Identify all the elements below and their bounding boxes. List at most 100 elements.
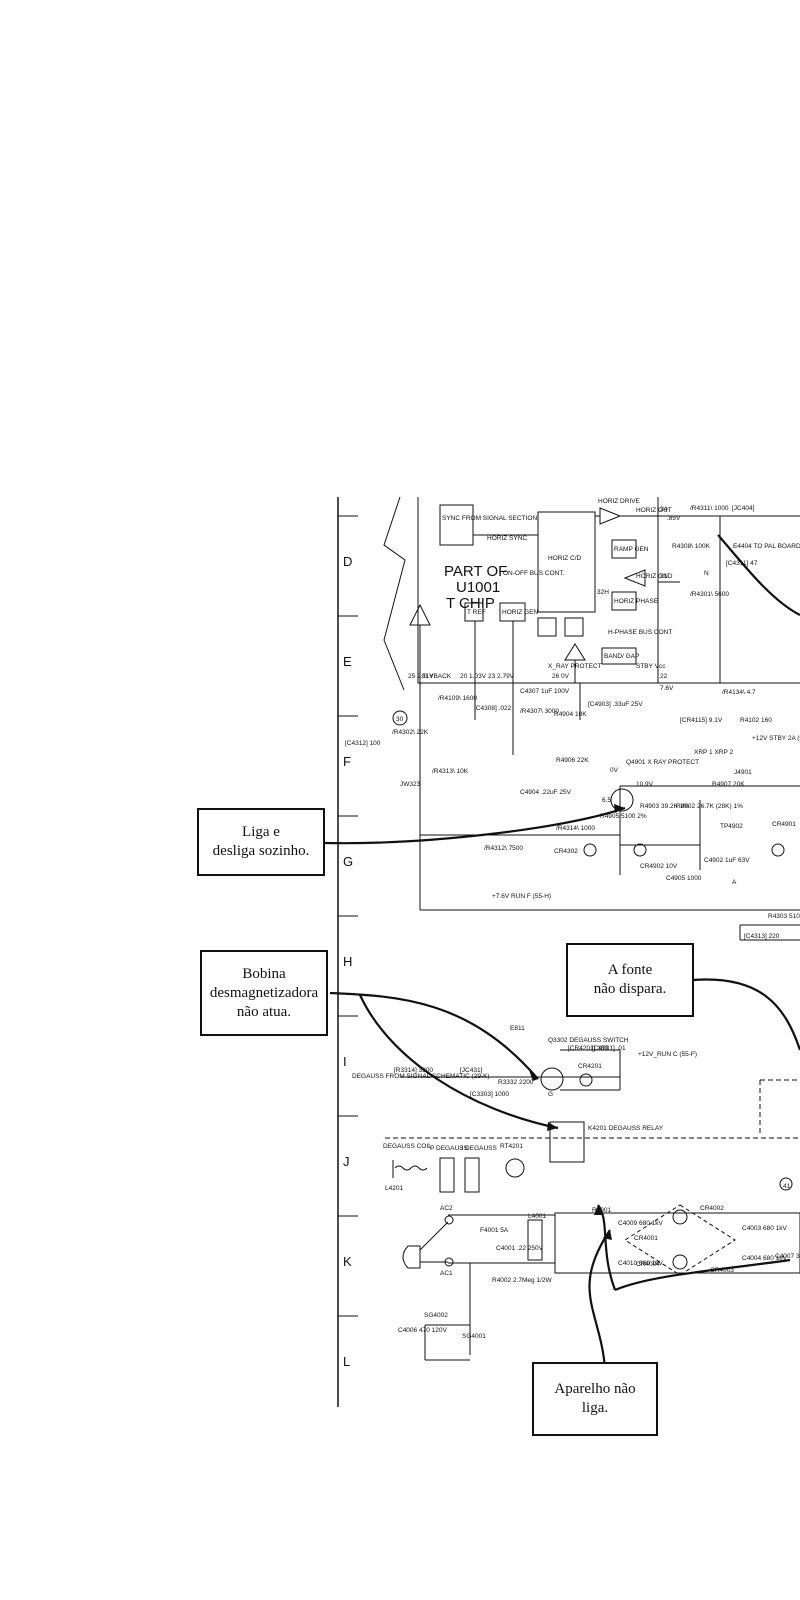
component-label-gnd-n: N <box>704 570 709 577</box>
chip-title-3: T CHIP <box>446 595 495 612</box>
component-label-num30: 30 <box>396 716 404 723</box>
component-label-pin21: 21 <box>660 573 668 580</box>
component-label-r4313: /R4313\ 10K <box>432 768 469 775</box>
callout-text: desliga sozinho. <box>212 843 310 859</box>
component-label-r4311: /R4311\ 1000 <box>690 505 729 512</box>
band-gap-label: BAND/ GAP <box>604 653 639 660</box>
component-label-l4201: L4201 <box>385 1185 403 1192</box>
component-label-r4303: R4303 5100 2% <box>768 913 800 920</box>
component-label-r4308: R4308\ 100K <box>672 543 711 550</box>
component-label-v109: 10.9V <box>636 781 654 788</box>
component-label-c4903: [C4903] .33uF 25V <box>588 701 643 708</box>
horiz-gen-label: HORIZ GEN <box>502 609 538 616</box>
callout-liga-desliga: Liga e desliga sozinho. <box>197 808 325 876</box>
component-label-tp4902: TP4902 <box>720 823 743 830</box>
component-label-cr4002: CR4002 <box>700 1205 724 1212</box>
sync-from-label: SYNC FROM SIGNAL SECTION <box>442 515 537 522</box>
horiz-sync-label: HORIZ SYNC <box>487 535 527 542</box>
component-label-c4902: C4902 1uF 63V <box>704 857 750 864</box>
callout-bobina: Bobina desmagnetizadora não atua. <box>200 950 328 1036</box>
callout-text: A fonte <box>607 962 653 978</box>
component-label-cr4115: [CR4115] 9.1V <box>680 717 723 724</box>
h-phase-bus-label: H-PHASE BUS CONT <box>608 629 672 636</box>
component-label-c4201: [C4201] .01 <box>592 1045 626 1052</box>
component-label-jc4041: [JC404] <box>732 505 755 512</box>
x-ray-protect-label: X_RAY PROTECT <box>548 663 602 670</box>
component-label-cr4201l: [CR4201] 180 <box>568 1045 608 1052</box>
component-label-jw323: JW323 <box>400 781 421 788</box>
component-label-num41: 41 <box>783 1183 791 1190</box>
component-label-pin23: 23 2.79V <box>488 673 515 680</box>
component-label-run-c: +12V_RUN C (55-F) <box>638 1051 697 1058</box>
component-label-r3314: [R3314] 3300 <box>394 1067 433 1074</box>
component-label-p-degauss: P DEGAUSS <box>430 1145 468 1152</box>
component-label-sg4001: SG4001 <box>462 1333 486 1340</box>
component-label-c4004: C4004 680 1kV <box>742 1255 787 1262</box>
component-label-degauss-from: DEGAUSS FROM SIGNAL SCHEMATIC (29-K) <box>352 1073 490 1080</box>
component-label-c4006: C4006 470 120V <box>398 1327 447 1334</box>
component-label-run-f: +7.6V RUN F (55-H) <box>492 893 551 900</box>
grid-row-label: K <box>343 1254 352 1269</box>
component-label-r4905: R4905 5100 2% <box>600 813 647 820</box>
component-label-c4313: [C4313] 220 <box>744 933 780 940</box>
component-label-c4312: [C4312] 100 <box>345 740 381 747</box>
component-label-r4906: R4906 22K <box>556 757 589 764</box>
grid-row-label: G <box>343 854 353 869</box>
component-label-pin22: 22 <box>660 673 668 680</box>
component-label-r4902: R4902 26.7K (28K) 1% <box>676 803 743 810</box>
component-label-j4901: J4901 <box>734 769 752 776</box>
component-label-r3332: R3332 2200 <box>498 1079 534 1086</box>
component-label-pin20: 20 1.03V <box>460 673 487 680</box>
component-label-r4109: /R4109\ 1600 <box>438 695 477 702</box>
component-label-stby12: +12V STBY 2A (54-J) <box>752 735 800 742</box>
component-label-c3303: [C3303] 1000 <box>470 1091 509 1098</box>
horiz-cd-label: HORIZ C/D <box>548 555 582 562</box>
component-label-v0: 0V <box>610 767 619 774</box>
component-label-sg4002: SG4002 <box>424 1312 448 1319</box>
ramp-gen-label: RAMP GEN <box>614 546 649 553</box>
callout-aparelho: Aparelho não liga. <box>532 1362 658 1436</box>
component-label-r4134: /R4134\ 4.7 <box>722 689 756 696</box>
component-label-r4903: R4903 39.2K 1% <box>640 803 689 810</box>
component-label-r4904: R4904 10K <box>554 711 587 718</box>
component-label-r4312: /R4312\ 7500 <box>484 845 523 852</box>
chip-title-2: U1001 <box>456 579 500 596</box>
component-label-c4308: [C4308] .022 <box>474 705 512 712</box>
component-label-cr4201: CR4201 <box>578 1063 602 1070</box>
component-label-r4314: /R4314\ 1000 <box>556 825 595 832</box>
component-label-l4001: L4001 <box>528 1213 546 1220</box>
flyback-label: FLYBACK <box>422 673 452 680</box>
grid-row-label: L <box>343 1354 350 1369</box>
component-label-cr4901: CR4901 <box>772 821 796 828</box>
horiz-phase-label: HORIZ PHASE <box>614 598 659 605</box>
component-label-pin25: 25 2.11V <box>408 673 434 680</box>
stby-vcc-label: STBY Vcc <box>636 663 666 670</box>
component-label-c4904: C4904 .22uF 25V <box>520 789 572 796</box>
component-label-c4905: C4905 1000 <box>666 875 702 882</box>
component-label-r4301: /R4301\ 5600 <box>690 591 729 598</box>
callout-text: desmagnetizadora <box>209 984 319 1001</box>
grid-row-label: I <box>343 1054 347 1069</box>
component-label-cr4001: CR4001 <box>634 1235 658 1242</box>
component-label-ac1: AC1 <box>440 1270 453 1277</box>
component-label-xrp: XRP 1 XRP 2 <box>694 749 734 756</box>
component-label-r4001: R4001 <box>592 1207 612 1214</box>
component-label-f4001: F4001 5A <box>480 1227 509 1234</box>
component-label-v65: 6.5 <box>602 797 611 804</box>
component-label-r4002: R4002 2.7Meg 1/2W <box>492 1277 552 1284</box>
component-label-v85: .85V <box>667 515 681 522</box>
component-label-e811: E811 <box>510 1025 525 1032</box>
pin-32h: 32H <box>597 589 609 596</box>
component-label-v765: 7.6V <box>660 685 674 692</box>
component-label-cr4302: CR4302 <box>554 848 578 855</box>
on-off-label: ON-OFF BUS CONT. <box>503 570 565 577</box>
callout-text: não atua. <box>236 1003 292 1020</box>
component-label-pin26: 26 0V <box>552 673 570 680</box>
grid-row-label: D <box>343 554 352 569</box>
component-label-degauss-coil: DEGAUSS COIL <box>383 1143 432 1150</box>
callout-fonte: A fonte não dispara. <box>566 943 694 1017</box>
component-label-jc431: [JC431] <box>460 1067 483 1074</box>
component-label-cr4902: CR4902 10V <box>640 863 678 870</box>
callout-text: Liga e <box>242 824 280 840</box>
